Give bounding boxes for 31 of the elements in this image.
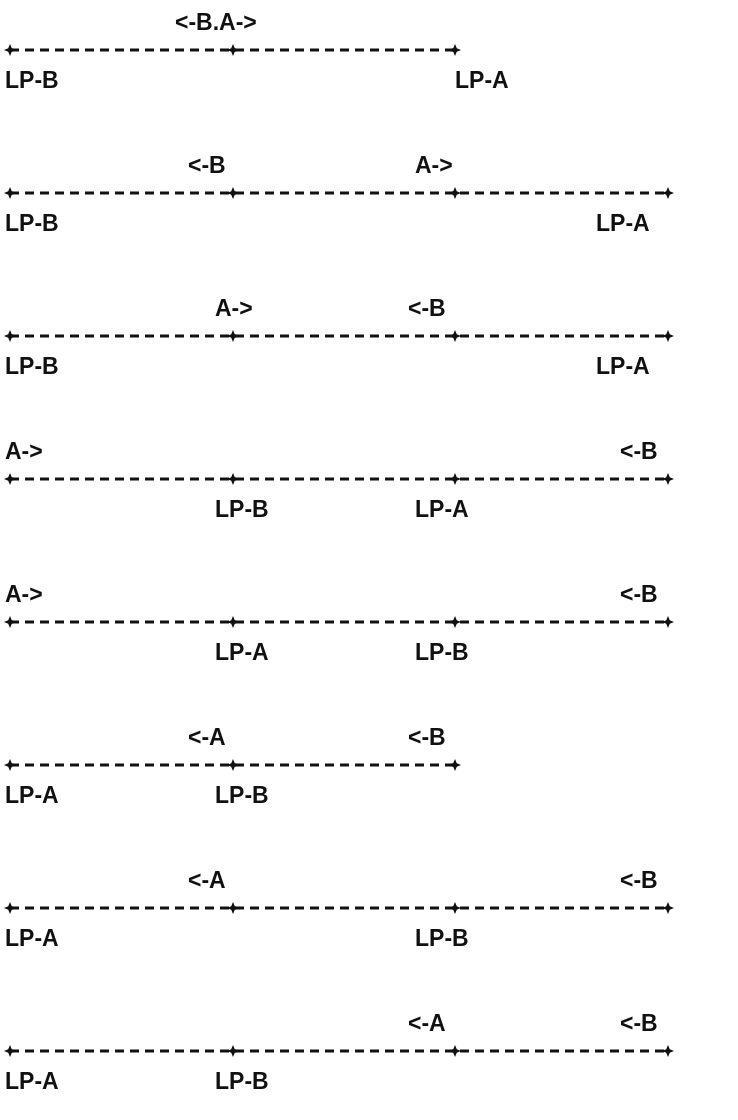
text-label: LP-A [5,1069,59,1093]
text-label: <-B [620,868,658,892]
text-label: <-B [620,582,658,606]
text-label: LP-A [5,783,59,807]
text-label: LP-A [455,68,509,92]
text-label: <-A [188,725,226,749]
text-label: LP-B [415,640,469,664]
text-label: LP-A [415,497,469,521]
text-label: A-> [215,296,253,320]
text-label: <-A [408,1011,446,1035]
text-label: LP-B [215,497,269,521]
text-label: <-A [188,868,226,892]
text-label: LP-A [5,926,59,950]
text-label: <-B [620,439,658,463]
text-label: <-B [620,1011,658,1035]
text-label: LP-B [5,211,59,235]
text-label: LP-B [215,1069,269,1093]
text-label: LP-B [5,68,59,92]
text-label: <-B [408,296,446,320]
text-label: <-B.A-> [175,10,257,34]
text-label: <-B [408,725,446,749]
text-label: LP-A [596,211,650,235]
text-label: LP-B [5,354,59,378]
text-label: LP-A [215,640,269,664]
text-label: LP-B [215,783,269,807]
text-label: LP-A [596,354,650,378]
text-label: <-B [188,153,226,177]
text-label: LP-B [415,926,469,950]
text-label: A-> [415,153,453,177]
text-label: A-> [5,582,43,606]
text-label: A-> [5,439,43,463]
